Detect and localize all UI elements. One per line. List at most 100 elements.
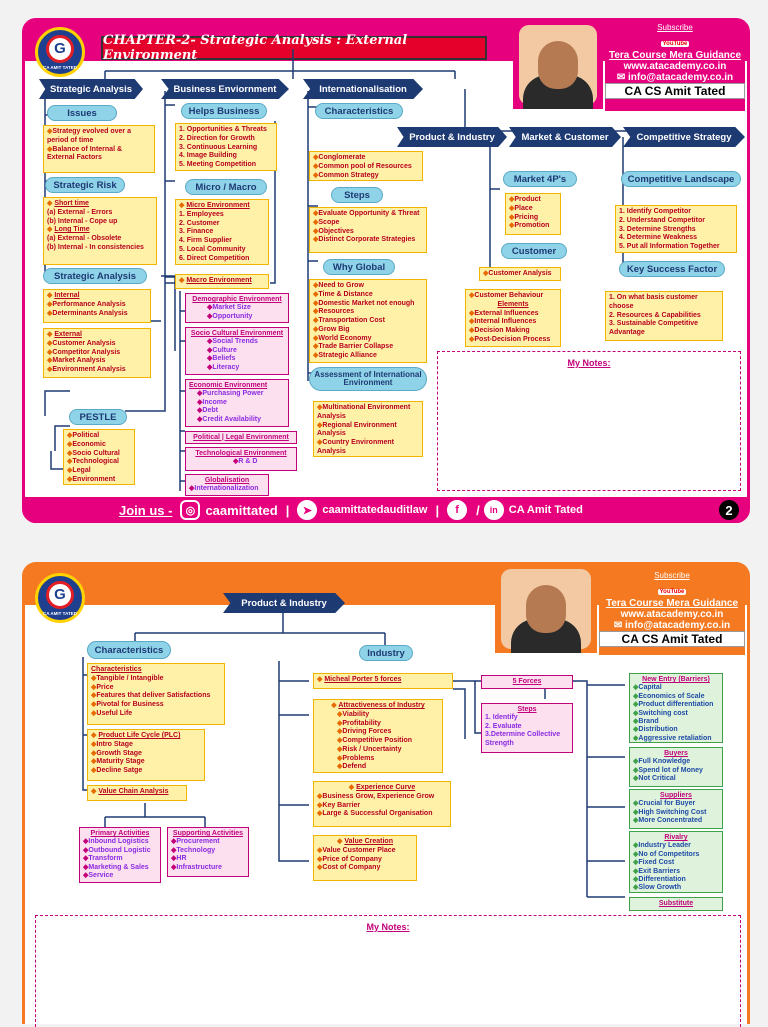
technological-box: Technological EnvironmentR & D	[185, 447, 297, 471]
issues-box: Strategy evolved over a period of timeBa…	[43, 125, 155, 173]
demographic-box: Demographic EnvironmentMarket SizeOpport…	[185, 293, 289, 323]
five-forces-box: 5 Forces	[481, 675, 573, 689]
macro-environment-box: ◆ Macro Environment	[175, 274, 269, 289]
presenter-name: CA CS Amit Tated	[605, 83, 745, 99]
assessment-node[interactable]: Assessment of International Environment	[309, 367, 427, 391]
page-title: CHAPTER-2- Strategic Analysis : External…	[101, 33, 487, 63]
primary-activities-box: Primary ActivitiesInbound LogisticsOutbo…	[79, 827, 161, 883]
market-4ps-box: ProductPlacePricingPromotion	[505, 193, 561, 235]
characteristics-node[interactable]: Characteristics	[315, 103, 403, 119]
contact-panel: Subscribe YouTube Tera Course Mera Guida…	[605, 23, 745, 111]
strategic-analysis-node[interactable]: Strategic Analysis	[39, 79, 143, 99]
substitute-box: Substitute	[629, 897, 723, 911]
globalisation-box: GlobalisationInternationalization	[185, 474, 269, 496]
youtube-icon[interactable]: YouTube	[660, 41, 690, 47]
logo-emblem: G	[46, 580, 74, 609]
steps-node[interactable]: Steps	[331, 187, 383, 203]
plc-box: ◆ Product Life Cycle (PLC)Intro StageGro…	[87, 729, 205, 781]
social-handle[interactable]: CA Amit Tated	[508, 504, 583, 516]
youtube-icon[interactable]: YouTube	[657, 589, 687, 595]
email-link[interactable]: ✉ info@atacademy.co.in	[616, 72, 734, 83]
pestle-node[interactable]: PESTLE	[69, 409, 127, 425]
page-number: 2	[719, 500, 739, 520]
footer-bar: Join us - ◎caamittated | ➤ caamittatedaud…	[25, 497, 747, 523]
new-entry-box: New Entry (Barriers)CapitalEconomics of …	[629, 673, 723, 743]
customer-analysis-box: Customer Analysis	[479, 267, 561, 281]
instagram-handle[interactable]: caamittated	[205, 502, 278, 518]
internal-analysis-box: ◆ InternalPerformance AnalysisDeterminan…	[43, 289, 151, 323]
issues-node[interactable]: Issues	[47, 105, 117, 121]
porter-box: ◆ Micheal Porter 5 forces	[313, 673, 453, 689]
experience-curve-box: ◆ Experience CurveBusiness Grow, Experie…	[313, 781, 451, 827]
logo-emblem: G	[46, 34, 74, 63]
notes-area[interactable]: My Notes:	[35, 915, 741, 1027]
notes-area[interactable]: My Notes:	[437, 351, 741, 491]
pestle-box: PoliticalEconomicSocio CulturalTechnolog…	[63, 429, 135, 485]
value-creation-box: ◆ Value CreationValue Customer PlacePric…	[313, 835, 417, 881]
instagram-icon: ◎	[180, 500, 201, 520]
logo-text: CA AMIT TATED	[43, 64, 77, 70]
political-legal-box: Political | Legal Environment	[185, 431, 297, 444]
telegram-icon: ➤	[297, 500, 318, 520]
subscribe-link[interactable]: Subscribe	[657, 23, 693, 32]
photo-frame	[513, 21, 603, 109]
why-global-box: Need to GrowTime & DistanceDomestic Mark…	[309, 279, 427, 363]
join-us-label: Join us -	[119, 502, 173, 518]
rivalry-box: RivalryIndustry LeaderNo of CompetitorsF…	[629, 831, 723, 893]
logo-text: CA AMIT TATED	[43, 610, 77, 616]
footer-separator: |	[285, 502, 290, 518]
intl-characteristics-box: ConglomerateCommon pool of ResourcesComm…	[309, 151, 423, 181]
email-link[interactable]: ✉ info@atacademy.co.in	[613, 620, 731, 631]
telegram-handle[interactable]: caamittatedauditlaw	[322, 504, 428, 516]
product-industry-node[interactable]: Product & Industry	[397, 127, 507, 147]
competitive-landscape-node[interactable]: Competitive Landscape	[621, 171, 741, 187]
presenter-name: CA CS Amit Tated	[599, 631, 745, 647]
key-success-factor-node[interactable]: Key Success Factor	[619, 261, 725, 277]
value-chain-box: ◆ Value Chain Analysis	[87, 785, 187, 801]
micro-macro-node[interactable]: Micro / Macro	[185, 179, 267, 195]
internationalisation-node[interactable]: Internationalisation	[303, 79, 423, 99]
presenter-photo	[501, 569, 591, 653]
helps-business-node[interactable]: Helps Business	[181, 103, 267, 119]
photo-frame	[495, 565, 597, 653]
industry-node[interactable]: Industry	[359, 645, 413, 661]
website-link[interactable]: www.atacademy.co.in	[620, 609, 724, 620]
presenter-photo	[519, 25, 597, 109]
market-4ps-node[interactable]: Market 4P's	[503, 171, 577, 187]
channel-name[interactable]: Tera Course Mera Guidance	[605, 598, 739, 609]
suppliers-box: SuppliersCrucial for BuyerHigh Switching…	[629, 789, 723, 829]
why-global-node[interactable]: Why Global	[323, 259, 395, 275]
connector-lines	[82, 613, 625, 898]
strategic-risk-node[interactable]: Strategic Risk	[45, 177, 125, 193]
customer-node[interactable]: Customer	[501, 243, 567, 259]
facebook-icon: f	[447, 500, 468, 520]
competitive-strategy-node[interactable]: Competitive Strategy	[623, 127, 745, 147]
icon-separator: /	[476, 502, 480, 518]
channel-name[interactable]: Tera Course Mera Guidance	[608, 50, 742, 61]
footer-separator: |	[435, 502, 440, 518]
buyers-box: BuyersFull KnowledgeSpend lot of MoneyNo…	[629, 747, 723, 787]
supporting-activities-box: Supporting ActivitiesProcurementTechnolo…	[167, 827, 249, 877]
website-link[interactable]: www.atacademy.co.in	[623, 61, 727, 72]
attractiveness-box: ◆ Attractiveness of IndustryViabilityPro…	[313, 699, 443, 773]
strategic-analysis-sub-node[interactable]: Strategic Analysis	[43, 268, 147, 284]
market-customer-node[interactable]: Market & Customer	[509, 127, 621, 147]
product-industry-title: Product & Industry	[223, 593, 345, 613]
intl-steps-box: Evaluate Opportunity & ThreatScopeObject…	[309, 207, 427, 253]
risk-box: ◆ Short time (a) External - Errors(b) In…	[43, 197, 157, 265]
linkedin-icon: in	[483, 500, 504, 520]
economic-box: Economic EnvironmentPurchasing PowerInco…	[185, 379, 289, 427]
characteristics-node[interactable]: Characteristics	[87, 641, 171, 659]
external-analysis-box: ◆ ExternalCustomer AnalysisCompetitor An…	[43, 328, 151, 378]
business-environment-node[interactable]: Business Enviornment	[161, 79, 289, 99]
socio-cultural-box: Socio Cultural EnvironmentSocial TrendsC…	[185, 327, 289, 375]
subscribe-link[interactable]: Subscribe	[654, 571, 690, 580]
